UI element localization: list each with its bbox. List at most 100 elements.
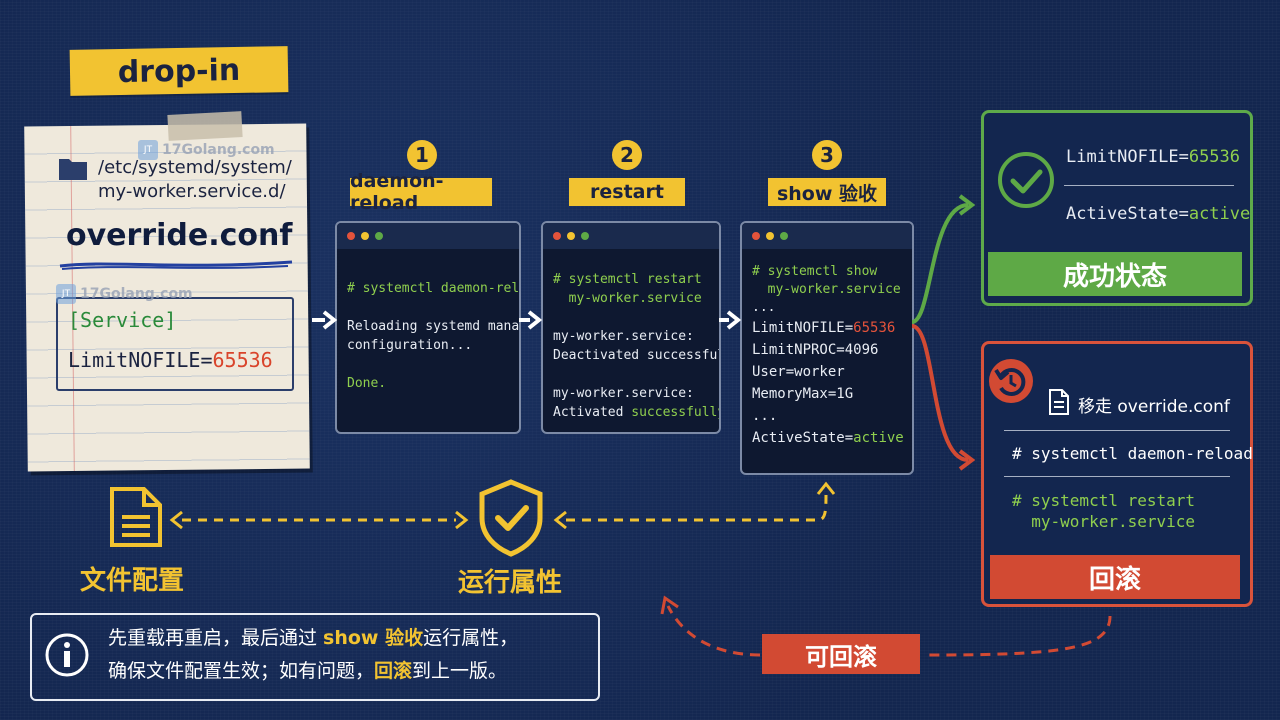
watermark-text: 17Golang.com [162, 142, 275, 158]
watermark: JT 17Golang.com [138, 140, 275, 160]
path-line-2: my-worker.service.d/ [98, 181, 286, 202]
success-branch-arrow [911, 203, 969, 324]
close-dot-icon [347, 232, 355, 240]
minimize-dot-icon [567, 232, 575, 240]
output-line: LimitNPROC=4096 [752, 342, 879, 358]
step-1-label: daemon-reload [350, 170, 492, 214]
success-divider [1064, 185, 1234, 186]
command-line: my-worker.service [752, 282, 901, 297]
success-key: LimitNOFILE= [1066, 147, 1189, 167]
service-box [56, 297, 294, 391]
setting-value: 65536 [212, 348, 273, 372]
file-config-label: 文件配置 [80, 566, 185, 596]
success-arrowhead [958, 194, 976, 216]
rollback-cmd-restart-1: # systemctl restart [1012, 491, 1196, 510]
info-icon [45, 633, 89, 677]
link-runtime-to-show [553, 481, 836, 530]
step-3-label: show 验收 [768, 178, 886, 206]
scribble-underline [59, 260, 293, 270]
rollback-arrowhead [958, 449, 976, 471]
output-line: User=worker [752, 364, 845, 380]
terminal-output: # systemctl daemon-reload Reloading syst… [337, 249, 519, 403]
rollback-return-arrow [660, 595, 1112, 657]
step-3-number: 3 [812, 140, 842, 170]
info-line-1: 先重载再重启，最后通过 show 验收运行属性， [108, 622, 588, 655]
output-line: MemoryMax=1G [752, 386, 854, 402]
command-line: my-worker.service [553, 291, 702, 306]
rollback-cmd-reload: # systemctl daemon-reload [1012, 444, 1253, 463]
runtime-props-label: 运行属性 [458, 568, 563, 598]
terminal-titlebar [337, 223, 519, 249]
maximize-dot-icon [780, 232, 788, 240]
output-line: my-worker.service: [553, 386, 694, 401]
terminal-output: # systemctl restart my-worker.service my… [543, 249, 719, 432]
watermark-text: 17Golang.com [80, 286, 193, 302]
info-segment: 确保文件配置生效；如有问题， [108, 660, 375, 682]
shield-check-icon [479, 479, 543, 557]
close-dot-icon [553, 232, 561, 240]
info-highlight: 回滚 [374, 660, 413, 682]
command-line: # systemctl daemon-reload [347, 281, 520, 296]
output-line: ... [752, 408, 778, 424]
output-line: Reloading systemd manager [347, 319, 520, 334]
output-value: active [853, 430, 904, 446]
success-value: 65536 [1188, 147, 1241, 167]
output-line: my-worker.service: [553, 329, 694, 344]
maximize-dot-icon [375, 232, 383, 240]
step-1-number: 1 [407, 140, 437, 170]
command-line: # systemctl restart [553, 272, 702, 287]
link-file-to-runtime [169, 510, 469, 530]
rollback-cmd-restart-2: my-worker.service [1012, 512, 1196, 531]
rollback-action: 移走 override.conf [1078, 397, 1230, 417]
check-circle-icon [998, 152, 1054, 208]
watermark-icon: JT [138, 140, 158, 160]
arrow-to-step-2 [519, 310, 543, 330]
terminal-daemon-reload: # systemctl daemon-reload Reloading syst… [335, 221, 521, 434]
step-2-number: 2 [612, 140, 642, 170]
config-path: /etc/systemd/system/ my-worker.service.d… [98, 156, 298, 204]
rollback-branch-arrow [911, 324, 969, 462]
output-line: ... [752, 300, 776, 315]
info-segment: 运行属性， [423, 627, 519, 649]
watermark-icon: JT [56, 284, 76, 304]
service-section: [Service] [68, 308, 177, 332]
revertible-tag: 可回滚 [762, 634, 920, 674]
file-icon [110, 487, 162, 547]
info-line-2: 确保文件配置生效；如有问题，回滚到上一版。 [108, 655, 588, 688]
output-line: Deactivated successfully. [553, 348, 719, 363]
info-text: 先重载再重启，最后通过 show 验收运行属性， 确保文件配置生效；如有问题，回… [108, 622, 588, 688]
rollback-divider [1004, 430, 1230, 431]
setting-key: LimitNOFILE= [68, 348, 213, 372]
output-line: LimitNOFILE= [752, 320, 854, 336]
service-setting: LimitNOFILE=65536 [68, 348, 273, 372]
output-done: Done. [347, 376, 387, 391]
output-line: ActiveState= [752, 430, 854, 446]
terminal-show: # systemctl show my-worker.service ... L… [740, 221, 914, 475]
folder-icon [59, 159, 87, 180]
rollback-cmd-restart: # systemctl restart my-worker.service [1012, 490, 1195, 532]
rollback-divider [1004, 476, 1230, 477]
step-2-label: restart [569, 178, 685, 206]
arrow-to-step-3 [719, 310, 742, 330]
rollback-label: 回滚 [990, 555, 1240, 599]
info-highlight: show 验收 [323, 627, 424, 649]
success-label: 成功状态 [988, 252, 1242, 296]
minimize-dot-icon [361, 232, 369, 240]
document-icon [1049, 389, 1069, 415]
command-line: # systemctl show [752, 264, 878, 279]
arrow-to-step-1 [312, 310, 338, 330]
success-key: ActiveState= [1066, 204, 1189, 224]
success-line-limit: LimitNOFILE=65536 [1066, 147, 1240, 167]
undo-icon [989, 359, 1033, 403]
output-line: configuration... [347, 338, 473, 353]
terminal-titlebar [543, 223, 719, 249]
output-value: 65536 [853, 320, 896, 336]
file-name: override.conf [66, 218, 293, 253]
info-segment: 到上一版。 [412, 660, 508, 682]
info-box [30, 613, 600, 701]
terminal-output: # systemctl show my-worker.service ... L… [742, 249, 912, 459]
success-line-state: ActiveState=active [1066, 204, 1250, 224]
success-value: active [1188, 204, 1251, 224]
watermark: JT 17Golang.com [56, 284, 193, 304]
